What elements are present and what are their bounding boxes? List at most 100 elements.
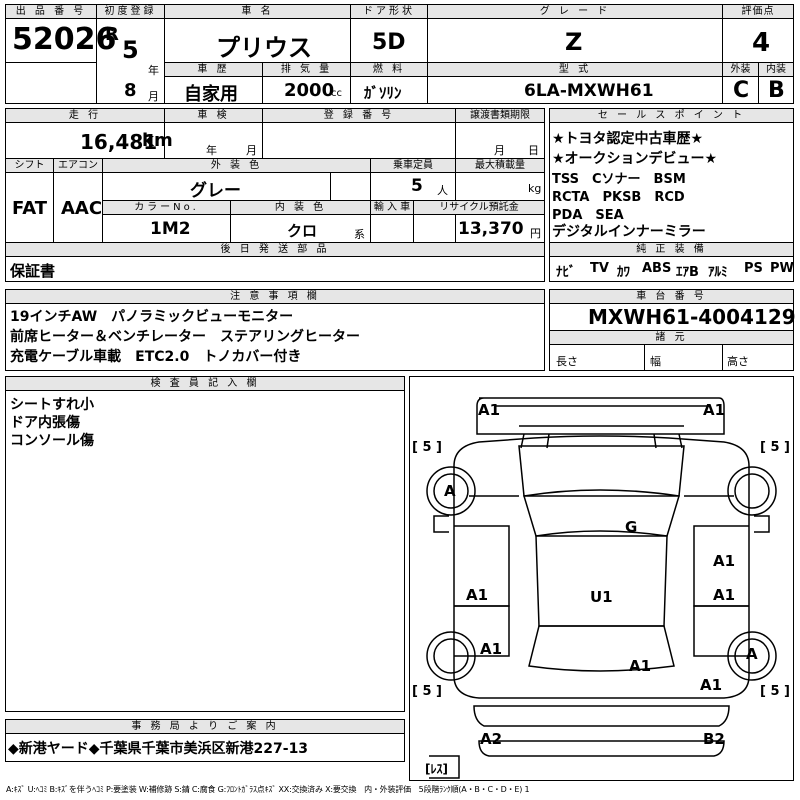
displacement-label: 排 気 量: [262, 62, 351, 77]
later-parts-label: 後 日 発 送 部 品: [5, 242, 545, 257]
damage-left-front-wheel: A: [444, 482, 456, 500]
recycle-unit: 円: [530, 227, 541, 240]
equipment-alloy: ｱﾙﾐ: [708, 265, 728, 280]
aircon: AAC: [61, 198, 103, 219]
recycle-label: リサイクル預託金: [413, 200, 545, 215]
exterior-label: 外装: [722, 62, 759, 77]
year-unit: 年: [148, 64, 159, 77]
sales-line: ★オークションデビュー★: [552, 151, 718, 167]
tire-fr: [ 5 ]: [760, 440, 790, 455]
grade: Z: [565, 28, 583, 56]
damage-left-rear: A1: [480, 640, 503, 658]
inspector-line: シートすれ小: [10, 397, 94, 413]
door-type: 5D: [372, 30, 406, 55]
fuel: ｶﾞｿﾘﾝ: [364, 84, 402, 102]
sales-line: TSS Cソナー BSM: [552, 172, 686, 187]
era: R: [105, 24, 119, 45]
model-code: 6LA-MXWH61: [524, 81, 654, 101]
length-label: 長さ: [556, 355, 578, 368]
import-label: 輸 入 車: [370, 200, 414, 215]
capacity: 5: [411, 176, 423, 196]
inspection-label: 車 検: [164, 108, 263, 123]
exterior-color-label: 外 装 色: [102, 158, 371, 173]
damage-rear-bumper-left: A2: [480, 730, 503, 748]
max-load-unit: kg: [528, 182, 542, 195]
equipment-navi: ﾅﾋﾞ: [556, 265, 576, 280]
sales-line: ★トヨタ認定中古車歴★: [552, 131, 704, 147]
capacity-unit: 人: [437, 184, 448, 197]
sales-line: PDA SEA: [552, 208, 624, 223]
damage-rear-bumper-right: B2: [703, 730, 725, 748]
score-label: 評価点: [722, 4, 794, 19]
max-load-label: 最大積載量: [455, 158, 545, 173]
damage-roof: U1: [590, 588, 613, 606]
grade-label: グ レ ー ド: [427, 4, 723, 19]
sales-line: RCTA PKSB RCD: [552, 190, 685, 205]
registration-year: 5: [122, 36, 139, 64]
interior-color-unit: 系: [354, 228, 365, 241]
shift: FAT: [12, 198, 48, 219]
shift-label: シフト: [5, 158, 54, 173]
interior-grade: B: [768, 78, 785, 103]
tire-rr: [ 5 ]: [760, 684, 790, 699]
sales-line: デジタルインナーミラー: [552, 224, 706, 240]
sales-point-label: セ ー ル ス ポ イ ン ト: [549, 108, 794, 123]
inspector-label: 検 査 員 記 入 欄: [5, 376, 405, 391]
tire-fl: [ 5 ]: [412, 440, 442, 455]
transfer-month: 月: [494, 144, 505, 157]
damage-left-door: A1: [466, 586, 489, 604]
spare-tire: [ﾚｽ]: [425, 762, 448, 776]
equipment-tv: TV: [590, 261, 609, 276]
inspection-month: 月: [246, 144, 257, 157]
equipment-pw: PW: [770, 261, 794, 276]
damage-rear-center: A1: [629, 657, 652, 675]
tire-rl: [ 5 ]: [412, 684, 442, 699]
aircon-label: エアコン: [53, 158, 103, 173]
registration-number-label: 登 録 番 号: [262, 108, 456, 123]
exterior-grade: C: [733, 78, 750, 103]
score: 4: [752, 28, 771, 58]
equipment-label: 純 正 装 備: [549, 242, 794, 257]
inspector-line: コンソール傷: [10, 433, 94, 449]
office-text: ◆新港ヤード◆千葉県千葉市美浜区新港227-13: [8, 741, 309, 757]
damage-right-rear: A1: [700, 676, 723, 694]
capacity-label: 乗車定員: [370, 158, 456, 173]
interior-color: クロ: [287, 222, 318, 240]
month-unit: 月: [148, 90, 159, 103]
equipment-ps: PS: [744, 261, 763, 276]
color-number: 1M2: [150, 219, 191, 239]
displacement: 2000: [284, 80, 335, 101]
damage-right-rear-door: A1: [713, 586, 736, 604]
width-label: 幅: [650, 355, 661, 368]
model-label: 型 式: [427, 62, 723, 77]
equipment-leather: ｶﾜ: [617, 265, 630, 280]
mileage: 16,481: [80, 130, 158, 154]
interior-label: 内装: [758, 62, 794, 77]
registration-month: 8: [124, 80, 137, 101]
note-line: 充電ケーブル車載 ETC2.0 トノカバー付き: [10, 349, 302, 365]
damage-right-front-door: A1: [713, 552, 736, 570]
inspector-line: ドア内張傷: [10, 415, 80, 431]
inspection-year: 年: [206, 144, 217, 157]
later-parts: 保証書: [10, 262, 56, 280]
first-registration-label: 初度登録: [96, 4, 165, 19]
history: 自家用: [184, 84, 238, 105]
specs-label: 諸 元: [549, 330, 794, 345]
recycle-deposit: 13,370: [458, 219, 524, 239]
car-condition-diagram: [426, 397, 777, 779]
cc-unit: cc: [331, 88, 342, 99]
damage-windshield: G: [625, 518, 638, 536]
damage-front-left: A1: [478, 401, 501, 419]
transfer-day: 日: [528, 144, 539, 157]
color-number-label: カラーNo.: [102, 200, 231, 215]
car-name-label: 車 名: [164, 4, 351, 19]
equipment-abs: ABS: [642, 261, 672, 276]
damage-right-front-wheel: A: [746, 645, 758, 663]
car-name: プリウス: [216, 34, 312, 62]
diagram-box: [409, 376, 794, 781]
note-line: 19インチAW パノラミックビューモニター: [10, 309, 294, 325]
chassis-number-label: 車 台 番 号: [549, 289, 794, 304]
damage-front-right: A1: [703, 401, 726, 419]
lot-number-label: 出 品 番 号: [5, 4, 97, 19]
mileage-label: 走 行: [5, 108, 165, 123]
